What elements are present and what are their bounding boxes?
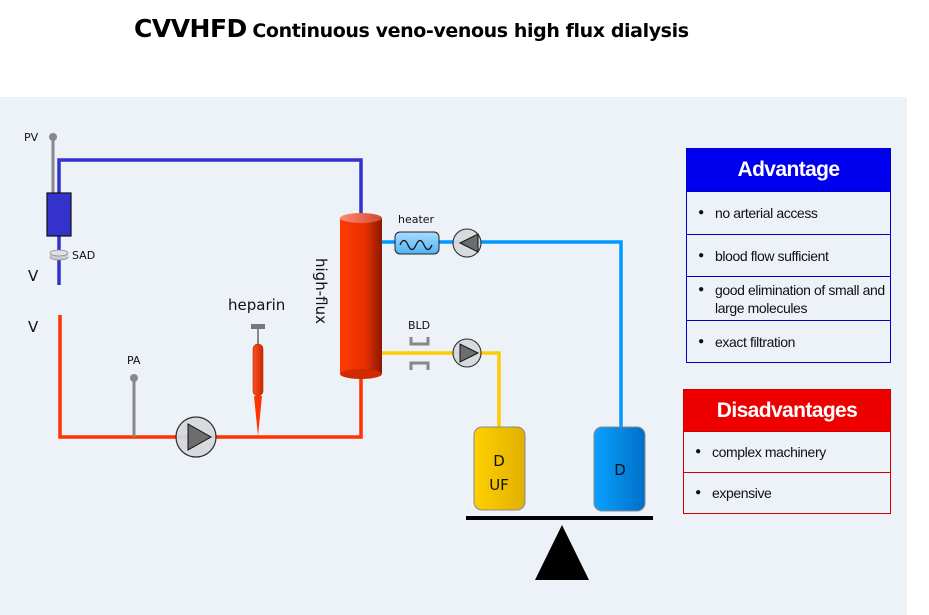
advantage-item: ● no arterial access xyxy=(686,192,891,235)
sad-label: SAD xyxy=(72,249,95,262)
scale-fulcrum xyxy=(535,525,589,580)
bullet-icon: ● xyxy=(698,249,704,261)
arterial-access-label: V xyxy=(28,318,39,336)
dialysate-line xyxy=(382,240,623,430)
advantages-title: Advantage xyxy=(686,148,891,192)
heater-icon xyxy=(394,231,440,255)
heater-label: heater xyxy=(398,213,435,226)
scale-beam xyxy=(466,516,653,520)
disadvantages-title: Disadvantages xyxy=(683,389,891,432)
blood-leak-detector-icon xyxy=(409,337,430,370)
arterial-line xyxy=(58,315,363,439)
advantage-item: ● good elimination of small and large mo… xyxy=(686,277,891,321)
disadvantage-item: ● complex machinery xyxy=(683,432,891,473)
heparin-label: heparin xyxy=(228,296,285,314)
pa-pressure-sensor xyxy=(130,374,138,437)
venous-access-label: V xyxy=(28,267,39,285)
title-abbreviation: CVVHFD xyxy=(134,14,247,43)
title-full-name: Continuous veno-venous high flux dialysi… xyxy=(252,20,689,42)
effluent-pump-icon xyxy=(452,338,482,368)
bullet-icon: ● xyxy=(698,284,704,295)
filter-label: high-flux xyxy=(312,258,330,324)
advantage-item: ● blood flow sufficient xyxy=(686,235,891,277)
effluent-bag-label-uf: UF xyxy=(489,476,509,494)
sad-detector-icon xyxy=(49,249,69,261)
disadvantages-box: Disadvantages ● complex machinery ● expe… xyxy=(683,389,891,514)
dialysate-bag xyxy=(593,426,646,512)
dialysate-pump-icon xyxy=(452,228,482,258)
pv-pressure-sensor xyxy=(49,133,57,194)
dialysate-bag-label: D xyxy=(614,461,626,479)
advantage-item: ● exact filtration xyxy=(686,321,891,363)
bullet-icon: ● xyxy=(698,335,704,347)
bullet-icon: ● xyxy=(695,446,701,457)
effluent-line xyxy=(382,351,501,428)
effluent-bag-label-d: D xyxy=(493,452,505,470)
disadvantage-item: ● expensive xyxy=(683,473,891,514)
bld-label: BLD xyxy=(408,319,430,332)
heparin-syringe-icon xyxy=(251,324,265,436)
venous-chamber xyxy=(46,192,72,237)
bullet-icon: ● xyxy=(695,487,701,498)
bullet-icon: ● xyxy=(698,207,704,218)
blood-pump-icon xyxy=(175,416,217,458)
effluent-bag xyxy=(473,426,526,511)
advantages-box: Advantage ● no arterial access ● blood f… xyxy=(686,148,891,363)
pa-label: PA xyxy=(127,354,141,367)
high-flux-filter xyxy=(340,213,382,379)
page-title: CVVHFD Continuous veno-venous high flux … xyxy=(134,14,689,43)
pv-label: PV xyxy=(24,131,39,144)
